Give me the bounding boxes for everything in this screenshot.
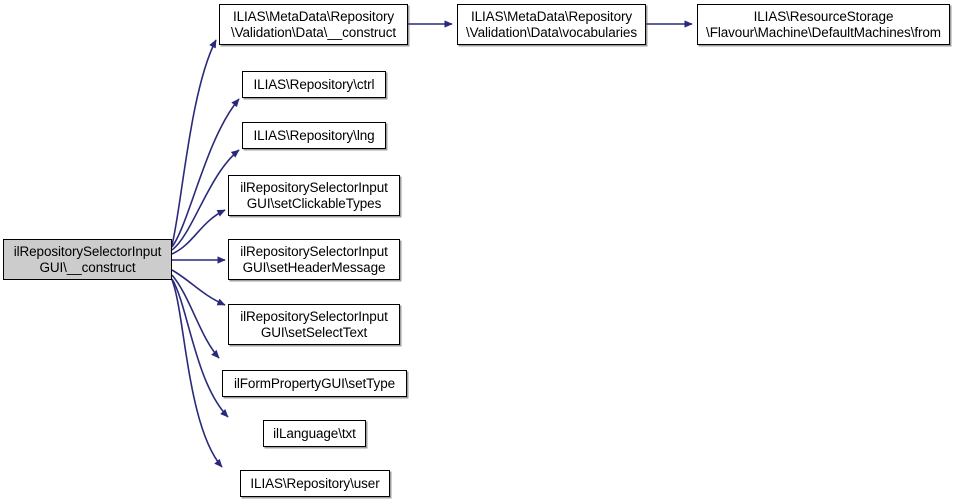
node-label: ilFormPropertyGUI\setType [233, 375, 396, 391]
node-label: ilRepositorySelectorInput GUI\setClickab… [240, 179, 388, 211]
node-metadata-vocabularies[interactable]: ILIAS\MetaData\Repository \Validation\Da… [457, 4, 646, 45]
node-repository-user[interactable]: ILIAS\Repository\user [240, 470, 390, 497]
node-label: ILIAS\ResourceStorage \Flavour\Machine\D… [706, 8, 941, 40]
node-label: ilLanguage\txt [273, 425, 356, 441]
node-label: ilRepositorySelectorInput GUI\setHeaderM… [240, 243, 388, 275]
node-label: ilRepositorySelectorInput GUI\setSelectT… [240, 308, 388, 340]
node-set-clickable-types[interactable]: ilRepositorySelectorInput GUI\setClickab… [228, 175, 400, 216]
node-metadata-construct[interactable]: ILIAS\MetaData\Repository \Validation\Da… [219, 4, 408, 45]
edge-root-repository_user [171, 279, 223, 468]
edge-root-set_clickable_types [171, 209, 226, 255]
node-label: ilRepositorySelectorInput GUI\__construc… [13, 243, 162, 275]
node-set-type[interactable]: ilFormPropertyGUI\setType [222, 370, 407, 397]
node-language-txt[interactable]: ilLanguage\txt [263, 420, 366, 447]
edge-root-metadata_construct [171, 39, 217, 246]
node-default-machines-from[interactable]: ILIAS\ResourceStorage \Flavour\Machine\D… [697, 4, 950, 45]
edge-root-set_select_text [171, 269, 226, 306]
edge-root-language_txt [171, 278, 229, 418]
edge-root-repository_ctrl [171, 98, 240, 248]
node-repository-ctrl[interactable]: ILIAS\Repository\ctrl [242, 71, 386, 98]
node-label: ILIAS\Repository\lng [253, 127, 375, 143]
node-label: ILIAS\MetaData\Repository \Validation\Da… [466, 8, 637, 40]
node-repository-lng[interactable]: ILIAS\Repository\lng [242, 122, 386, 149]
node-label: ILIAS\Repository\ctrl [253, 76, 375, 92]
node-set-header-message[interactable]: ilRepositorySelectorInput GUI\setHeaderM… [228, 239, 400, 280]
node-label: ILIAS\Repository\user [250, 475, 380, 491]
node-label: ILIAS\MetaData\Repository \Validation\Da… [230, 8, 397, 40]
node-root[interactable]: ilRepositorySelectorInput GUI\__construc… [3, 239, 172, 280]
node-set-select-text[interactable]: ilRepositorySelectorInput GUI\setSelectT… [228, 304, 400, 345]
edge-root-set_type [171, 274, 220, 359]
